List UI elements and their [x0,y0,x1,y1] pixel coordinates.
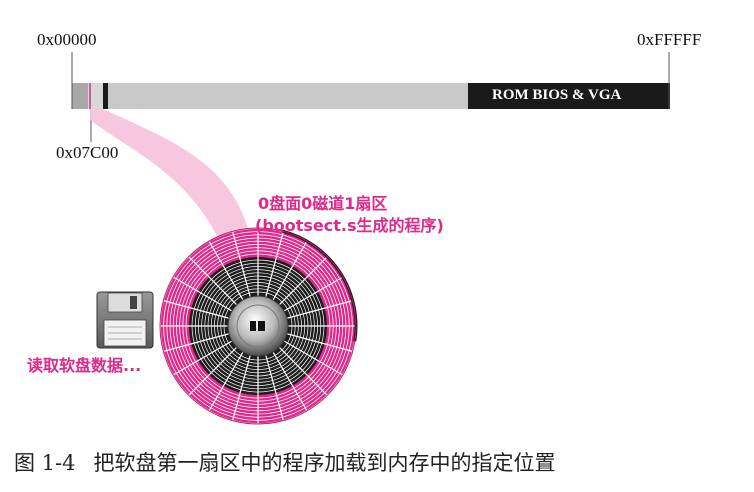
figure-number: 图 1-4 [14,451,76,475]
rom-bios-vga-region [468,83,670,109]
sector-label-line1: 0盘面0磁道1扇区 [258,194,388,213]
figure-caption-text: 把软盘第一扇区中的程序加载到内存中的指定位置 [93,451,556,475]
figure-caption: 图 1-4 把软盘第一扇区中的程序加载到内存中的指定位置 [14,447,574,477]
rom-region-label: ROM BIOS & VGA [492,87,622,103]
low-memory-region [72,83,88,109]
end-address-label: 0xFFFFF [637,30,702,49]
boot-sector-load-region [88,83,103,109]
load-address-label: 0x07C00 [56,143,119,162]
memory-bar [71,52,670,142]
memory-divider [103,83,108,109]
sector-callout-beam [90,109,250,246]
sector-label-line2: (bootsect.s生成的程序) [255,216,444,235]
floppy-disk-icon [96,291,154,349]
start-address-label: 0x00000 [37,30,97,49]
floppy-read-label: 读取软盘数据... [27,356,142,375]
disk-platter-icon [159,227,358,425]
